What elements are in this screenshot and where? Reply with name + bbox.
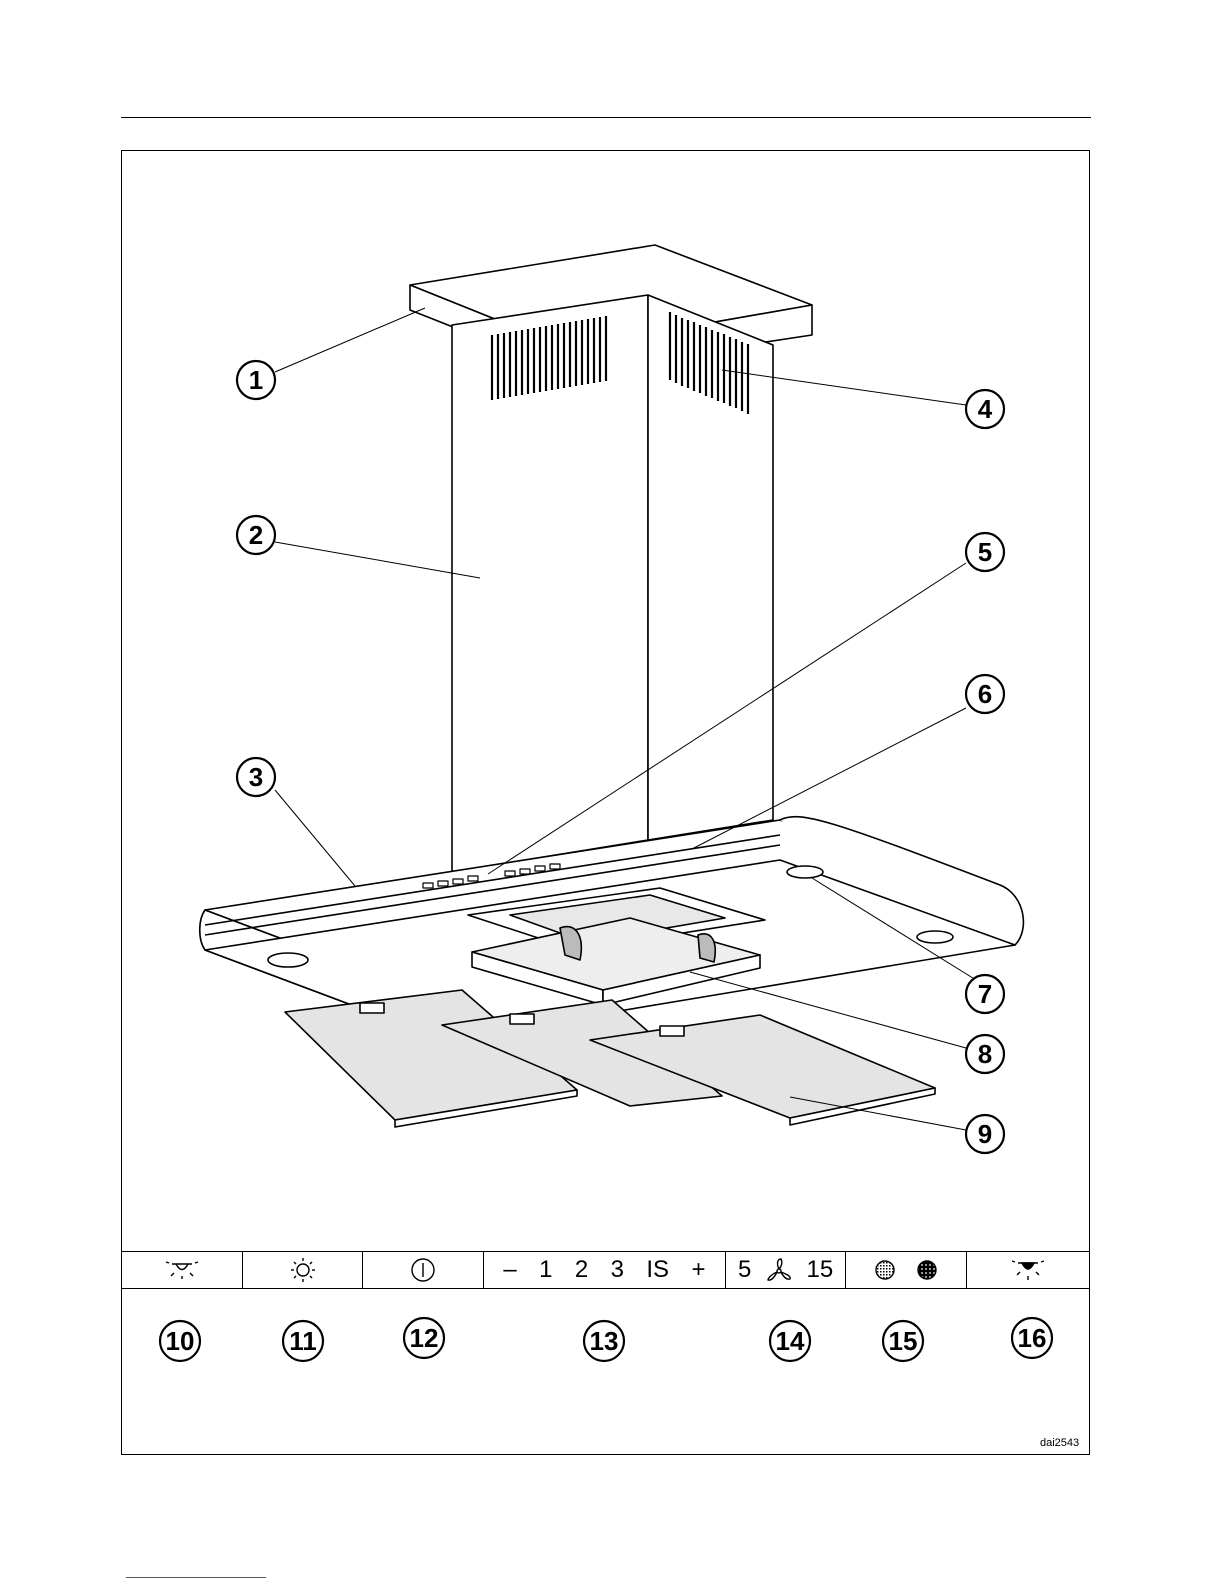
callout-16: 16 — [1012, 1318, 1052, 1358]
svg-text:4: 4 — [978, 394, 993, 424]
timer-5-button[interactable]: 5 — [738, 1256, 751, 1284]
power-icon — [409, 1256, 437, 1284]
callout-1: 1 — [237, 361, 275, 399]
light-icon — [288, 1257, 318, 1283]
svg-text:6: 6 — [978, 679, 992, 709]
svg-text:2: 2 — [249, 520, 263, 550]
power-button[interactable] — [363, 1252, 484, 1288]
callout-14: 14 — [770, 1321, 810, 1361]
filter-saturation-icon — [874, 1259, 896, 1281]
control-panel-strip: – 1 2 3 IS + 5 15 — [121, 1251, 1090, 1289]
light-button[interactable] — [243, 1252, 364, 1288]
callout-12: 12 — [404, 1318, 444, 1358]
fan-icon — [764, 1257, 794, 1283]
speed-3-button[interactable]: 3 — [611, 1256, 624, 1284]
callout-2: 2 — [237, 516, 275, 554]
callout-15: 15 — [883, 1321, 923, 1361]
speed-intensive-button[interactable]: IS — [646, 1256, 669, 1284]
svg-text:10: 10 — [166, 1326, 195, 1356]
light-bright-button[interactable] — [967, 1252, 1089, 1288]
callout-6: 6 — [966, 675, 1004, 713]
speed-2-button[interactable]: 2 — [575, 1256, 588, 1284]
svg-text:14: 14 — [776, 1326, 805, 1356]
filter-indicator — [846, 1252, 967, 1288]
svg-text:9: 9 — [978, 1119, 992, 1149]
drawing-code: dai2543 — [1040, 1437, 1079, 1449]
svg-text:7: 7 — [978, 979, 992, 1009]
callout-4: 4 — [966, 390, 1004, 428]
lamp-7 — [787, 866, 823, 878]
callout-11: 11 — [283, 1321, 323, 1361]
light-dim-icon — [164, 1259, 200, 1281]
lamp-right — [917, 931, 953, 943]
svg-text:5: 5 — [978, 537, 992, 567]
callout-8: 8 — [966, 1035, 1004, 1073]
svg-text:16: 16 — [1018, 1323, 1047, 1353]
speed-1-button[interactable]: 1 — [539, 1256, 552, 1284]
fan-speed-controls: – 1 2 3 IS + — [484, 1252, 726, 1288]
svg-text:13: 13 — [590, 1326, 619, 1356]
svg-text:15: 15 — [889, 1326, 918, 1356]
callout-9: 9 — [966, 1115, 1004, 1153]
light-dim-button[interactable] — [122, 1252, 243, 1288]
charcoal-filter-icon — [916, 1259, 938, 1281]
footer-link-underline[interactable] — [126, 1577, 266, 1578]
speed-minus-button[interactable]: – — [503, 1256, 516, 1284]
timer-controls: 5 15 — [726, 1252, 847, 1288]
timer-15-button[interactable]: 15 — [806, 1256, 833, 1284]
light-bright-icon — [1010, 1258, 1046, 1282]
callout-10: 10 — [160, 1321, 200, 1361]
svg-text:12: 12 — [410, 1323, 439, 1353]
callout-3: 3 — [237, 758, 275, 796]
svg-text:8: 8 — [978, 1039, 992, 1069]
lamp-left — [268, 953, 308, 967]
svg-text:1: 1 — [249, 365, 263, 395]
svg-text:3: 3 — [249, 762, 263, 792]
callout-5: 5 — [966, 533, 1004, 571]
callout-7: 7 — [966, 975, 1004, 1013]
callout-13: 13 — [584, 1321, 624, 1361]
svg-text:11: 11 — [289, 1326, 317, 1356]
speed-plus-button[interactable]: + — [691, 1256, 705, 1284]
